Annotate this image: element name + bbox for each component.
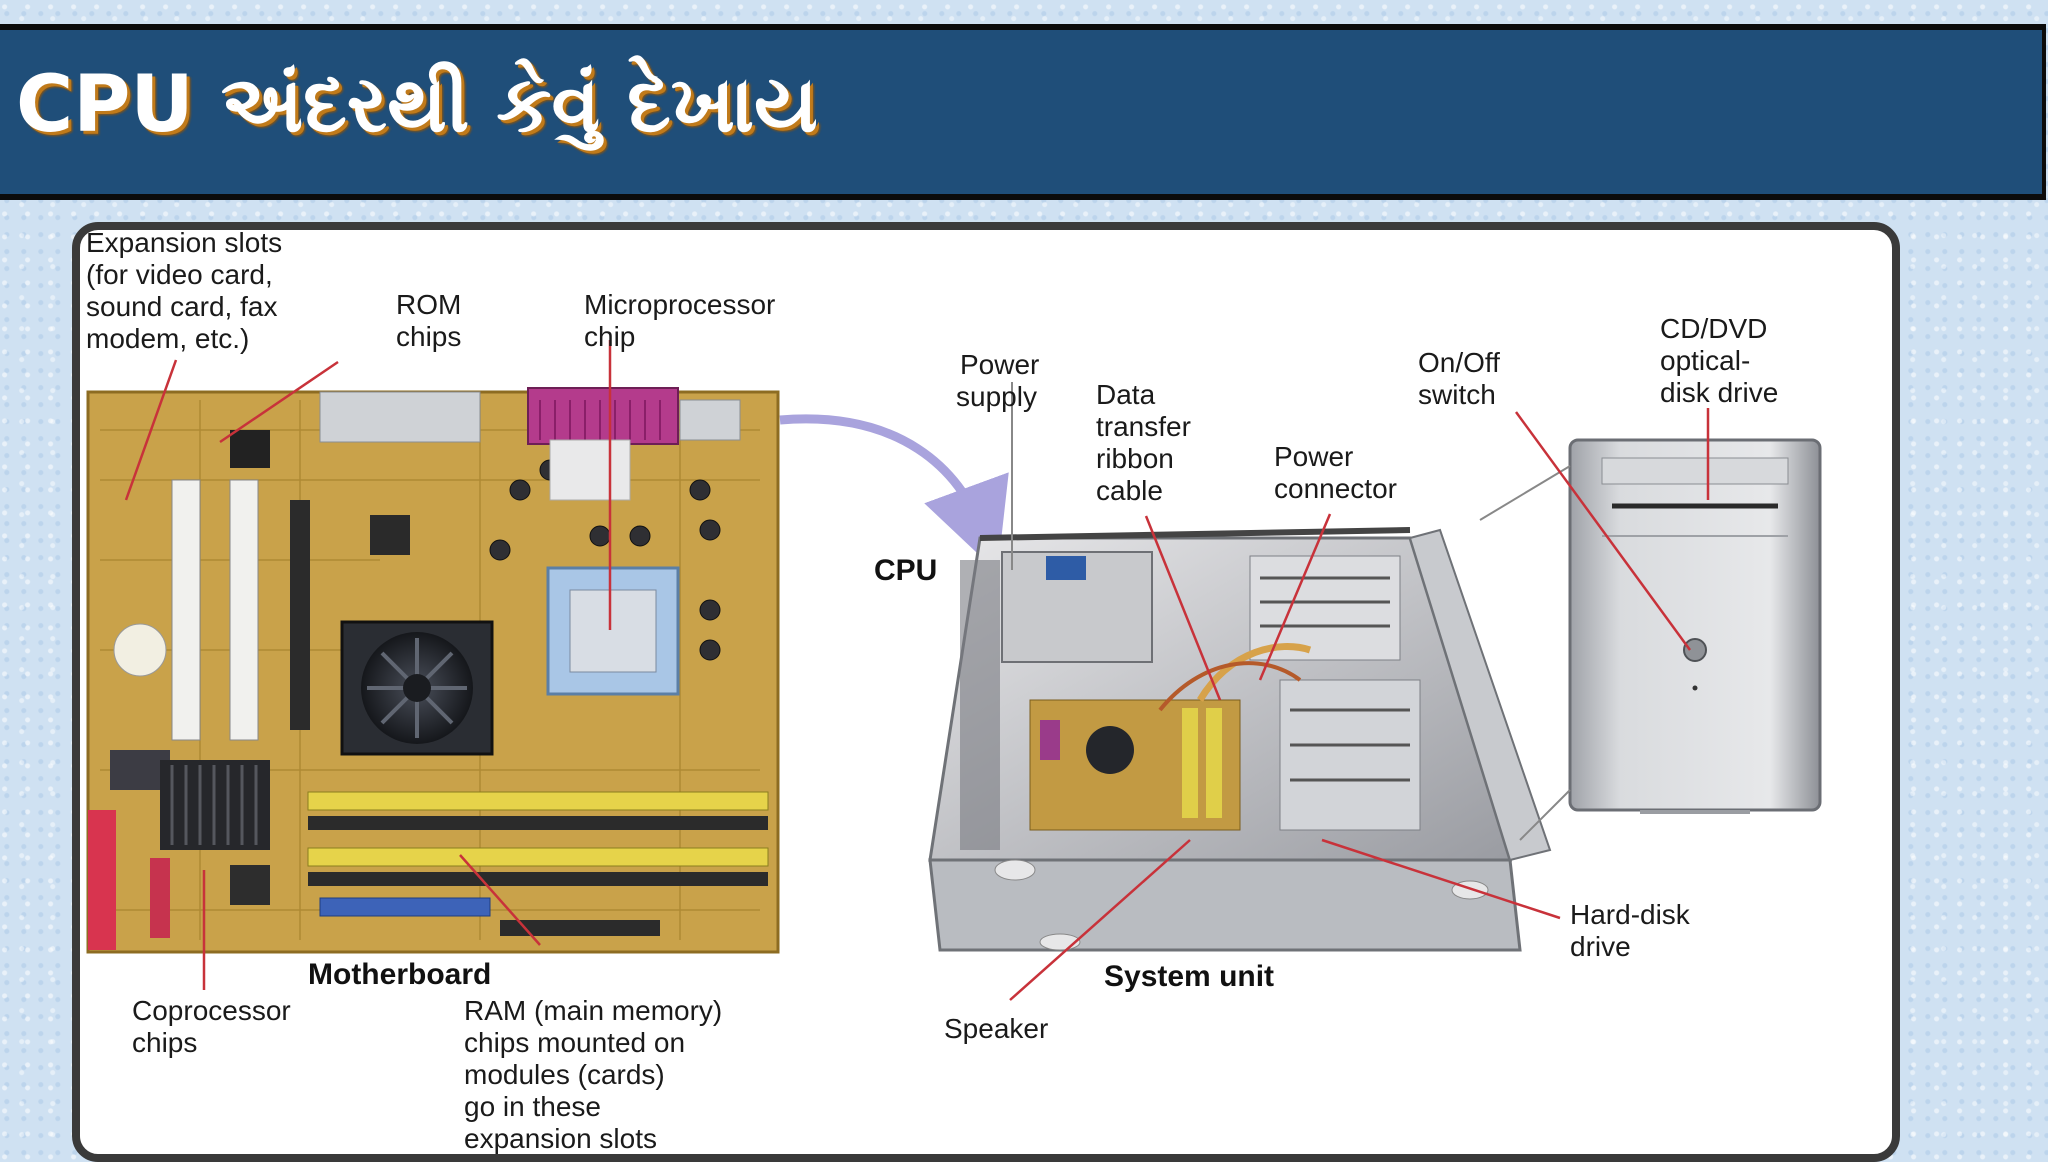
label-system-unit: System unit bbox=[1104, 960, 1274, 993]
diagram-panel: Expansion slots (for video card, sound c… bbox=[72, 222, 1900, 1162]
label-speaker: Speaker bbox=[944, 1013, 1048, 1044]
label-onoff-switch: On/Off switch bbox=[1418, 347, 1508, 410]
tower-illustration bbox=[1479, 438, 1822, 841]
label-ram: RAM (main memory) chips mounted on modul… bbox=[464, 995, 730, 1154]
label-microprocessor-chip: Microprocessor chip bbox=[584, 289, 783, 352]
label-power-connector: Power connector bbox=[1274, 441, 1397, 504]
label-data-transfer-cable: Data transfer ribbon cable bbox=[1096, 379, 1199, 506]
label-hard-disk-drive: Hard-disk drive bbox=[1570, 899, 1698, 962]
motherboard-to-case-arrow bbox=[779, 414, 1009, 573]
label-rom-chips: ROM chips bbox=[396, 289, 469, 352]
label-power-supply: Power supply bbox=[956, 349, 1047, 412]
label-coprocessor-chips: Coprocessor chips bbox=[132, 995, 299, 1058]
page-title: CPU અંદરથી કેવું દેખાય bbox=[16, 60, 818, 150]
title-bar: CPU અંદરથી કેવું દેખાય bbox=[0, 24, 2046, 200]
label-expansion-slots: Expansion slots (for video card, sound c… bbox=[86, 230, 290, 354]
label-cpu: CPU bbox=[874, 554, 937, 587]
computer-diagram: Expansion slots (for video card, sound c… bbox=[86, 230, 1822, 1154]
label-cd-dvd-drive: CD/DVD optical- disk drive bbox=[1660, 313, 1778, 408]
system-unit-illustration bbox=[928, 527, 1552, 952]
leader-lines bbox=[124, 340, 1710, 1001]
label-motherboard: Motherboard bbox=[308, 958, 491, 991]
motherboard-illustration bbox=[86, 387, 780, 954]
